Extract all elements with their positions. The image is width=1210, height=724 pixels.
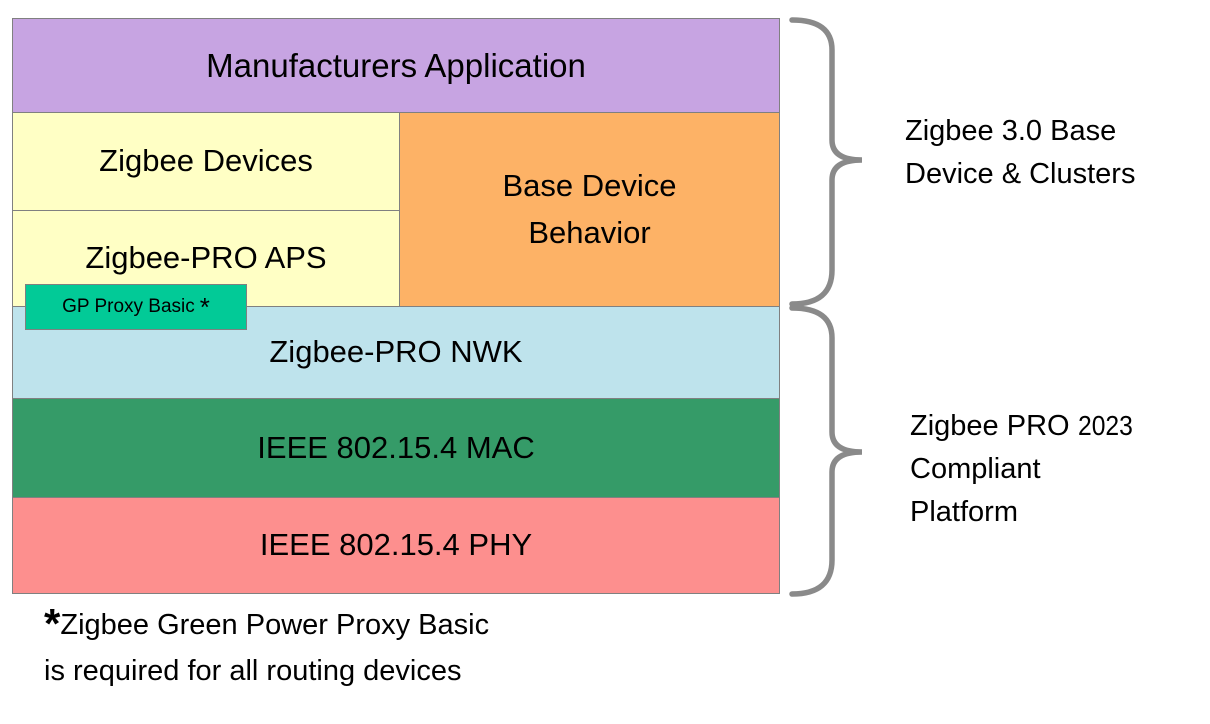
annotation-zigbeepro-line3: Platform: [910, 496, 1018, 528]
footnote-line2: is required for all routing devices: [44, 655, 462, 687]
layer-ieee-802-15-4-mac-label: IEEE 802.15.4 MAC: [257, 429, 535, 465]
footnote-line1-text: Zigbee Green Power Proxy Basic: [60, 609, 490, 641]
top-brace-icon: [789, 17, 863, 307]
layer-manufacturers-application: Manufacturers Application: [12, 18, 780, 113]
annotation-zigbeepro-line1: Zigbee PRO 2023: [910, 404, 1210, 448]
annotation-zigbee30: Zigbee 3.0 Base Device & Clusters: [905, 110, 1205, 196]
top-brace-path: [789, 17, 863, 307]
layer-manufacturers-application-label: Manufacturers Application: [206, 46, 586, 84]
annotation-zigbeepro-year: 2023: [1077, 410, 1133, 441]
layer-zigbee-pro-nwk-label: Zigbee-PRO NWK: [269, 334, 523, 370]
bottom-brace-path: [789, 305, 863, 597]
bottom-brace-icon: [789, 305, 863, 597]
layer-zigbee-devices-label: Zigbee Devices: [99, 143, 313, 179]
annotation-zigbeepro-line1-text: Zigbee PRO: [910, 410, 1078, 442]
layer-gp-proxy-basic: GP Proxy Basic *: [25, 284, 247, 330]
layer-gp-proxy-basic-label: GP Proxy Basic: [62, 296, 195, 317]
gp-footnote-marker: *: [199, 291, 210, 322]
footnote-line1: *Zigbee Green Power Proxy Basic: [44, 602, 684, 648]
footnote: *Zigbee Green Power Proxy Basic is requi…: [44, 602, 684, 694]
layer-base-device-behavior: Base Device Behavior: [399, 112, 780, 307]
layer-zigbee-devices: Zigbee Devices: [12, 112, 400, 211]
annotation-zigbeepro: Zigbee PRO 2023 Compliant Platform: [910, 404, 1210, 534]
annotation-zigbee30-line1: Zigbee 3.0 Base: [905, 115, 1117, 147]
annotation-zigbee30-line2: Device & Clusters: [905, 158, 1136, 190]
layer-base-device-behavior-label: Base Device Behavior: [502, 168, 677, 250]
layer-ieee-802-15-4-mac: IEEE 802.15.4 MAC: [12, 398, 780, 498]
footnote-marker: *: [44, 600, 61, 647]
layer-ieee-802-15-4-phy: IEEE 802.15.4 PHY: [12, 497, 780, 594]
layer-zigbee-pro-aps-label: Zigbee-PRO APS: [85, 240, 327, 276]
annotation-zigbeepro-line2: Compliant: [910, 453, 1041, 485]
layer-ieee-802-15-4-phy-label: IEEE 802.15.4 PHY: [259, 527, 533, 563]
